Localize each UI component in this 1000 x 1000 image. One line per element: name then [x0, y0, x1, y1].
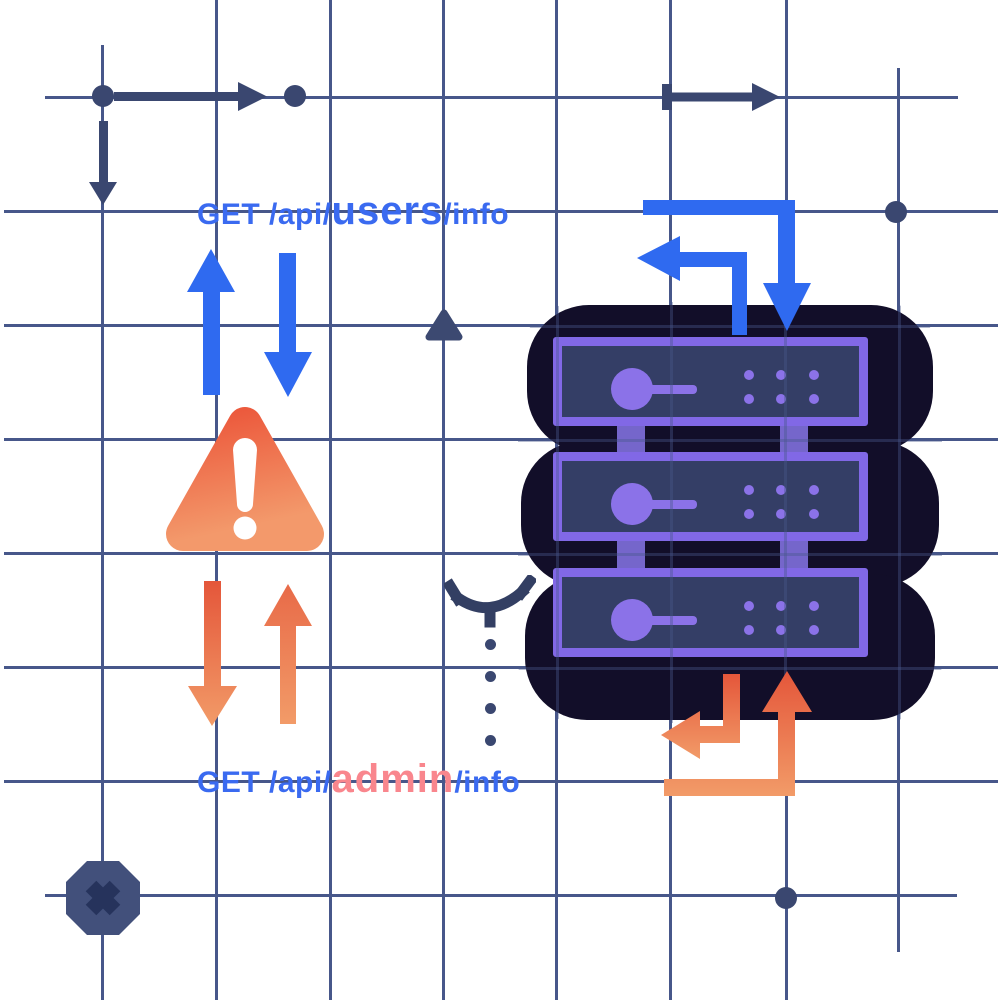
admin-down-arrow-icon — [188, 581, 237, 726]
marker-triangle-icon — [425, 309, 463, 341]
timeline-arrow-down-icon — [89, 121, 117, 205]
admin-route-arrows — [661, 671, 812, 796]
server-knob-bar — [647, 616, 697, 625]
dotted-connector-dot — [485, 639, 496, 650]
request-suffix: /info — [443, 198, 510, 231]
server-knob-icon — [611, 599, 653, 641]
server-connector-tab — [617, 424, 645, 454]
dotted-connector-dot — [485, 703, 496, 714]
admin-request-route-arrow-icon — [664, 671, 812, 796]
users-request-route-arrow-icon — [643, 200, 811, 331]
server-knob-icon — [611, 368, 653, 410]
users-route-arrows — [637, 200, 811, 335]
server-unit — [553, 452, 868, 541]
dotted-connector-dot — [485, 735, 496, 746]
server-connector-tab — [617, 539, 645, 570]
request-up-arrow-icon — [187, 249, 235, 395]
server-knob-bar — [647, 500, 697, 509]
server-knob-icon — [611, 483, 653, 525]
grid-line — [4, 552, 998, 555]
timeline-tick-arrow-icon — [662, 83, 780, 111]
grid-node-dot — [775, 887, 797, 909]
grid-overlay — [518, 302, 942, 723]
users-response-route-arrow-icon — [637, 236, 747, 335]
admin-up-arrow-icon — [264, 584, 312, 724]
request-highlight: users — [331, 189, 444, 233]
server-unit — [553, 568, 868, 657]
dotted-connector-dot — [485, 671, 496, 682]
request-method-path: GET /api/ — [197, 198, 332, 231]
grid-line — [4, 780, 998, 783]
users-request-label: GET /api/users/info — [197, 189, 509, 234]
warning-triangle-icon — [166, 407, 324, 551]
timeline-arrow-right-icon — [114, 82, 267, 111]
server-leds — [744, 485, 836, 523]
server-connector-tab — [780, 539, 808, 570]
x-octagon-icon — [66, 861, 140, 935]
server-leds — [744, 601, 836, 639]
grid-line — [4, 210, 998, 213]
server-leds — [744, 370, 836, 408]
request-method-path: GET /api/ — [197, 766, 332, 799]
request-down-arrow-icon — [264, 253, 312, 397]
grid-line — [101, 45, 104, 1000]
server-unit — [553, 337, 868, 426]
admin-response-route-arrow-icon — [661, 674, 740, 759]
closed-eye-icon — [444, 575, 536, 628]
server-knob-bar — [647, 385, 697, 394]
request-highlight: admin — [331, 757, 455, 801]
grid-node-dot — [284, 85, 306, 107]
grid-line — [329, 0, 332, 1000]
grid-node-dot — [92, 85, 114, 107]
grid-line — [45, 894, 957, 897]
grid-node-dot — [885, 201, 907, 223]
request-suffix: /info — [454, 766, 521, 799]
server-connector-tab — [780, 424, 808, 454]
grid-line — [45, 96, 958, 99]
grid-line — [4, 666, 998, 669]
grid-line — [4, 324, 998, 327]
admin-request-label: GET /api/admin/info — [197, 757, 520, 802]
grid-line — [442, 0, 445, 1000]
grid-line — [4, 438, 998, 441]
